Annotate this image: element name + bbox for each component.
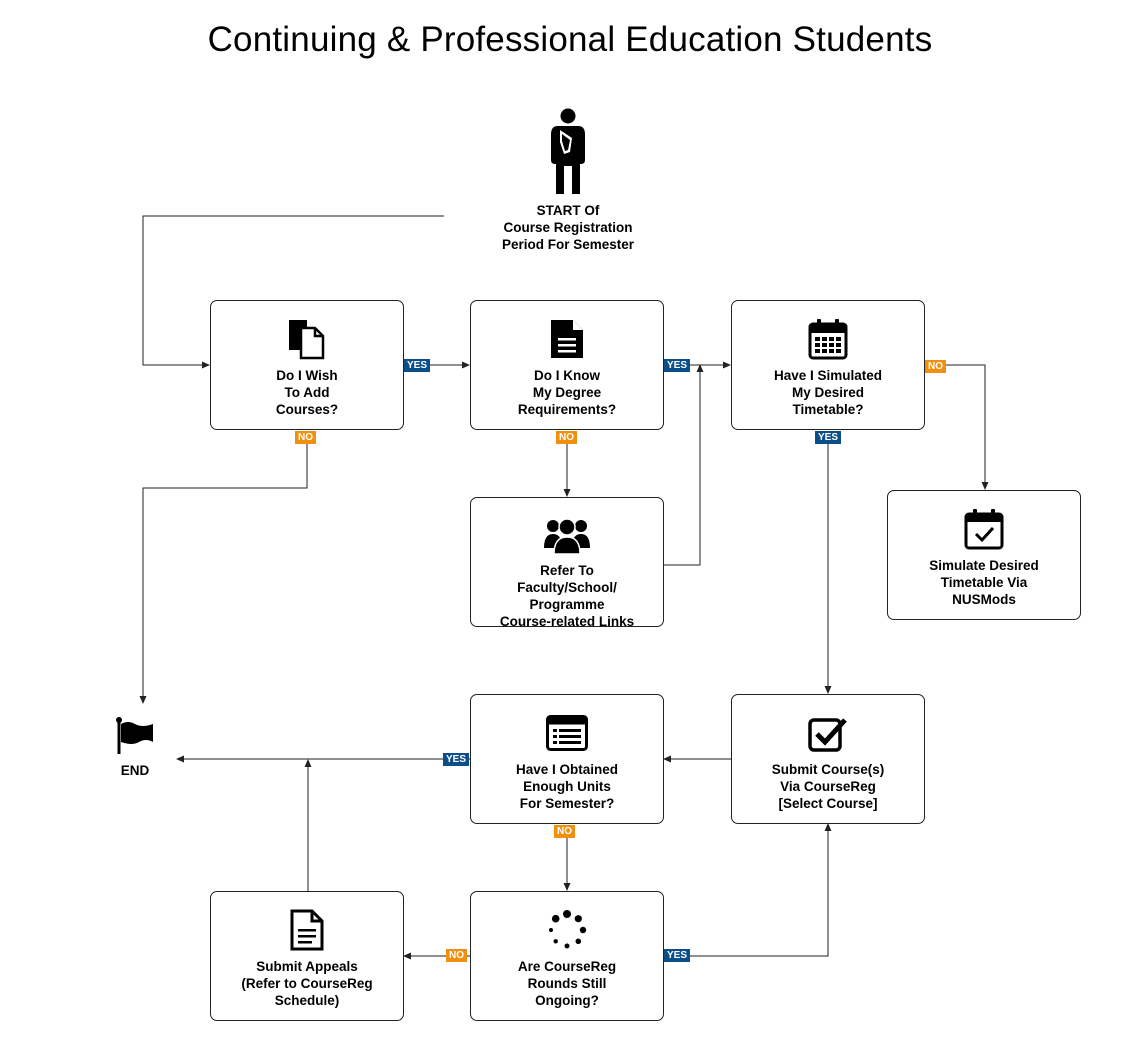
badge-degree-yes: YES [664,359,691,372]
spinner-icon [549,910,587,949]
node-refer-links: Refer To Faculty/School/ Programme Cours… [470,497,664,629]
end-node: END [110,716,160,779]
badge-rounds-yes: YES [664,949,691,962]
student-icon [551,108,585,194]
node-degree-requirements-label: Do I Know My Degree Requirements? [517,368,617,417]
group-icon [544,518,590,555]
node-submit-courses-label: Submit Course(s) Via CourseReg [Select C… [771,762,885,811]
page-title: Continuing & Professional Education Stud… [207,20,933,59]
start-node: START Of Course Registration Period For … [478,108,658,253]
end-label: END [120,763,150,778]
flag-icon [116,717,153,754]
edge-add-no [139,437,308,704]
badge-sim-yes: YES [815,431,842,444]
file-text-icon [290,909,324,951]
calendar-check-icon [964,509,1004,550]
node-simulated-timetable: Have I Simulated My Desired Timetable? [731,300,925,430]
badge-add-yes: YES [404,359,431,372]
node-simulated-timetable-label: Have I Simulated My Desired Timetable? [773,368,883,417]
badge-units-yes: YES [443,753,470,766]
badge-add-no: NO [295,431,316,444]
badge-degree-no: NO [556,431,577,444]
node-add-courses: Do I Wish To Add Courses? [210,300,404,430]
document-icon [551,320,583,358]
edge-start-to-add [142,215,444,369]
node-rounds-ongoing-label: Are CourseReg Rounds Still Ongoing? [517,959,617,1008]
calendar-icon [808,319,848,360]
node-add-courses-label: Do I Wish To Add Courses? [275,368,339,417]
node-submit-appeals: Submit Appeals (Refer to CourseReg Sched… [210,891,404,1021]
edge-sim-no [925,364,989,490]
node-degree-requirements: Do I Know My Degree Requirements? [470,300,664,430]
node-enough-units-label: Have I Obtained Enough Units For Semeste… [515,762,619,811]
start-label: START Of Course Registration Period For … [501,203,635,252]
badge-sim-no: NO [925,360,946,373]
node-submit-appeals-label: Submit Appeals (Refer to CourseReg Sched… [241,959,373,1008]
checkbox-icon [808,718,847,752]
documents-icon [289,320,325,360]
node-submit-courses: Submit Course(s) Via CourseReg [Select C… [731,694,925,824]
node-enough-units: Have I Obtained Enough Units For Semeste… [470,694,664,824]
edge-refer-back [663,364,704,566]
edge-rounds-yes [663,823,832,957]
badge-units-no: NO [554,825,575,838]
badge-rounds-no: NO [446,949,467,962]
node-simulate-nusmods-label: Simulate Desired Timetable Via NUSMods [929,558,1039,607]
node-rounds-ongoing: Are CourseReg Rounds Still Ongoing? [470,891,664,1021]
node-simulate-nusmods: Simulate Desired Timetable Via NUSMods [887,490,1081,620]
node-refer-links-label: Refer To Faculty/School/ Programme Cours… [499,563,635,629]
list-window-icon [546,715,588,751]
